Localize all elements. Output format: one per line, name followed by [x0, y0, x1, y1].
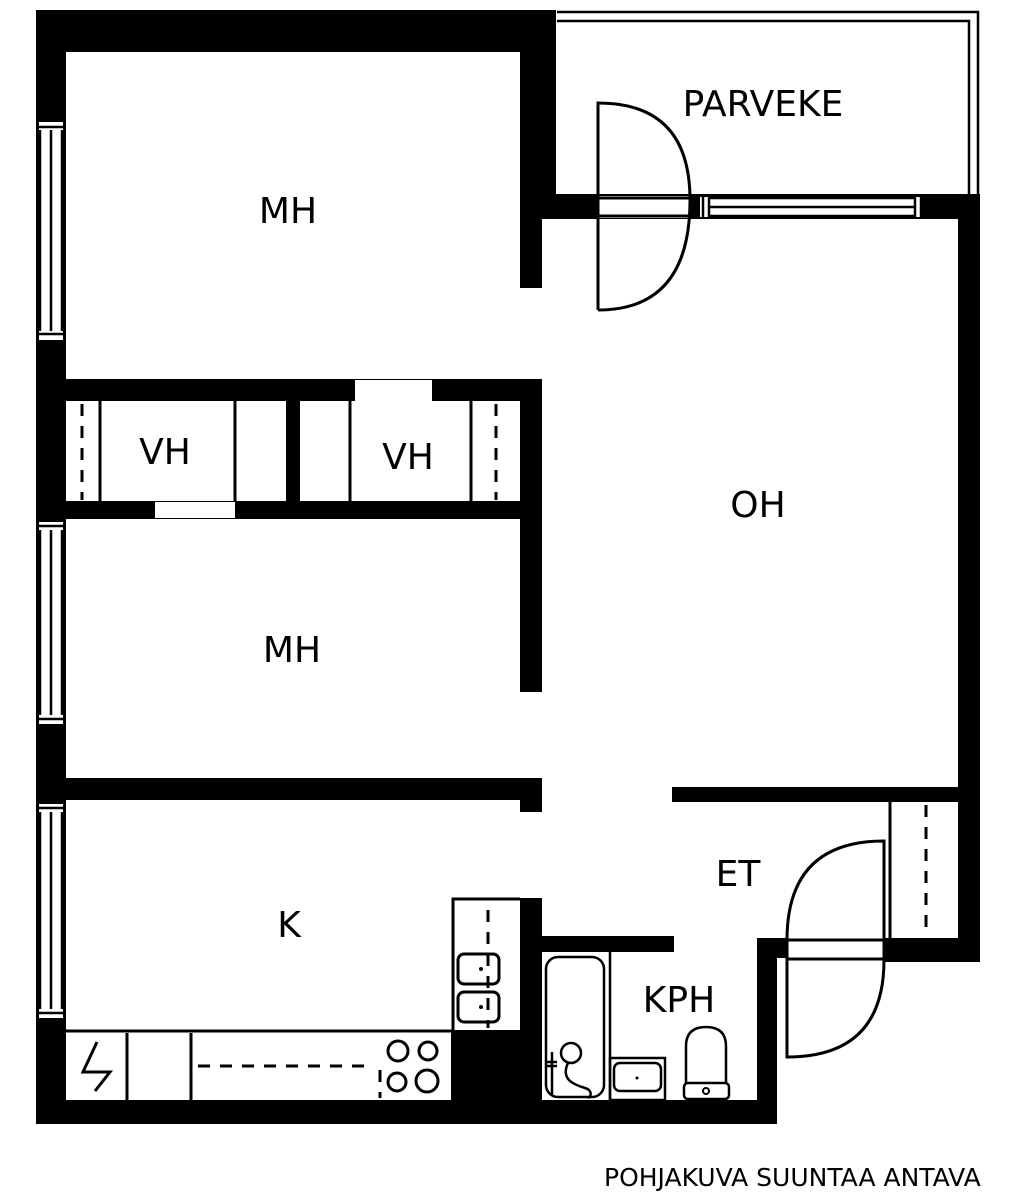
room-label-kitchen: K — [277, 905, 302, 946]
windows — [38, 122, 923, 1018]
balcony-door — [596, 101, 692, 312]
room-label-living-room: OH — [730, 485, 785, 526]
stove-burner-icon — [417, 1040, 439, 1062]
bathtub-icon — [544, 955, 606, 1099]
sink-icon — [456, 990, 501, 1024]
room-label-closet-1: VH — [139, 432, 191, 473]
sink-icon — [456, 952, 501, 986]
room-label-bedroom-1: MH — [259, 191, 317, 232]
closet-fixtures — [80, 401, 498, 501]
interior-walls — [36, 379, 674, 1124]
entrance-door — [785, 802, 928, 1059]
toilet-icon — [684, 1025, 728, 1083]
room-label-bedroom-2: MH — [263, 630, 321, 671]
room-labels: MH VH VH MH OH PARVEKE K ET KPH — [139, 84, 843, 1021]
electric-panel-icon — [80, 1041, 114, 1092]
shower-head-icon — [559, 1041, 583, 1065]
washbasin-icon — [608, 1056, 667, 1102]
door-openings — [155, 288, 757, 951]
disclaimer-caption: POHJAKUVA SUUNTAA ANTAVA — [604, 1163, 981, 1192]
stove-burner-icon — [386, 1071, 408, 1093]
room-label-balcony: PARVEKE — [683, 84, 844, 125]
balcony-railing — [557, 10, 980, 194]
stove-burner-icon — [414, 1068, 440, 1094]
room-label-entrance: ET — [716, 854, 762, 895]
stove-burner-icon — [386, 1039, 410, 1063]
room-label-bathroom: KPH — [643, 980, 715, 1021]
kitchen-fixtures — [66, 897, 520, 1100]
room-label-closet-2: VH — [382, 437, 434, 478]
bathroom-fixtures — [544, 952, 731, 1102]
